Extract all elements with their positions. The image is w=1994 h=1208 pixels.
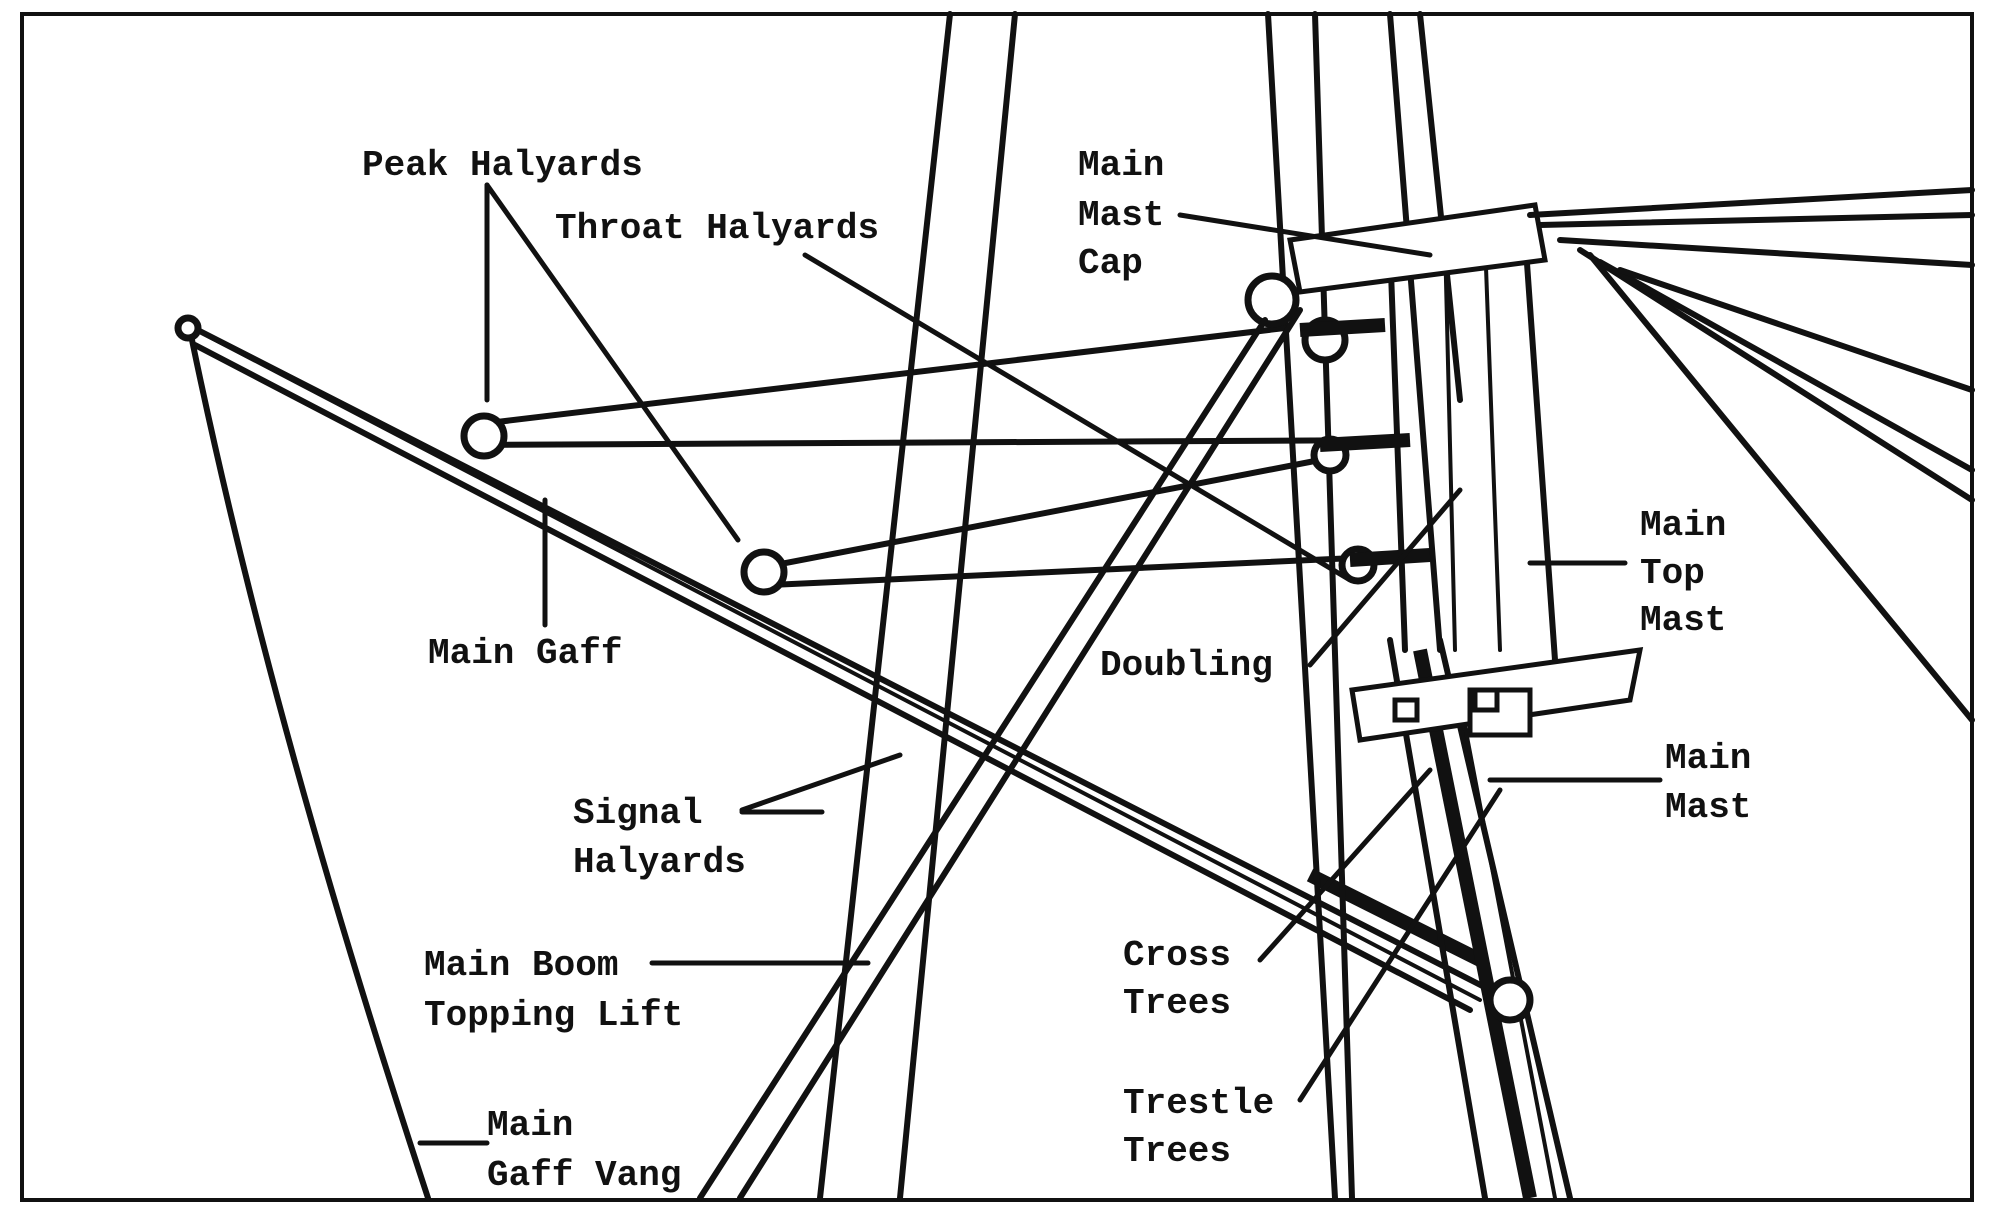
shrouds: [1527, 187, 1975, 723]
diagram-frame: [20, 12, 1974, 1202]
main-mast-cap-part: [1287, 202, 1548, 295]
label-cross-trees-line1: Cross: [1123, 935, 1231, 976]
topping-lift-lines: [697, 307, 1303, 1201]
label-cross-trees-line2: Trees: [1123, 983, 1231, 1024]
label-peak-halyards: Peak Halyards: [362, 145, 643, 186]
sail-leech: [189, 337, 431, 1201]
throat-halyard-blocks: [1244, 272, 1534, 1024]
label-main-boom-topping-lift-line1: Main Boom: [424, 945, 618, 986]
label-main-mast-line2: Mast: [1665, 787, 1751, 828]
label-trestle-trees-line1: Trestle: [1123, 1083, 1274, 1124]
label-main-gaff-vang-line2: Gaff Vang: [487, 1155, 681, 1196]
label-main-top-mast-line3: Mast: [1640, 600, 1726, 641]
label-main-mast-cap-line1: Main: [1078, 145, 1164, 186]
label-main-boom-topping-lift-line2: Topping Lift: [424, 995, 683, 1036]
label-main-mast-cap-line2: Mast: [1078, 195, 1164, 236]
label-main-top-mast-line2: Top: [1640, 553, 1705, 594]
doubling-lines: [1265, 11, 1463, 1201]
label-signal-halyards-line2: Halyards: [573, 842, 746, 883]
main-mast-spar: [1387, 637, 1573, 1201]
label-main-top-mast-line1: Main: [1640, 505, 1726, 546]
label-throat-halyards: Throat Halyards: [555, 208, 879, 249]
label-main-gaff-vang-line1: Main: [487, 1105, 573, 1146]
label-main-gaff: Main Gaff: [428, 633, 622, 674]
label-doubling: Doubling: [1100, 645, 1273, 686]
label-main-mast-line1: Main: [1665, 738, 1751, 779]
label-main-mast-cap-line3: Cap: [1078, 243, 1143, 284]
peak-halyard-lines: [460, 325, 1423, 596]
label-trestle-trees-line2: Trees: [1123, 1131, 1231, 1172]
signal-halyard-lines: [817, 11, 1018, 1201]
leader-lines: [417, 182, 1663, 1146]
cross-trees-part: [1349, 647, 1644, 743]
main-gaff-spar: [174, 314, 1503, 1013]
label-signal-halyards-line1: Signal: [573, 793, 703, 834]
